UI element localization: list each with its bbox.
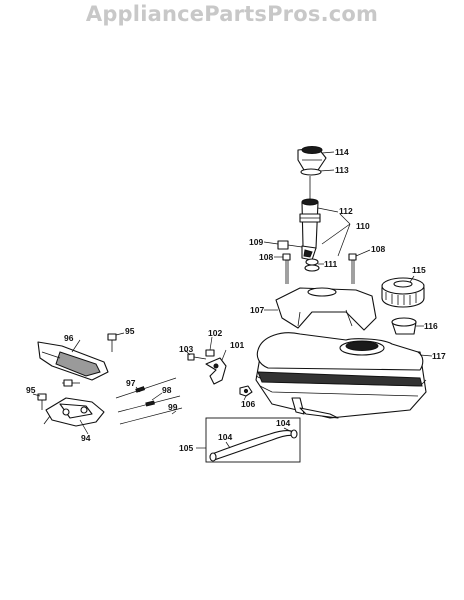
callout-107: 107 [250,305,264,315]
cable-97 [115,377,177,399]
throttle-control-94 [43,397,105,427]
callout-105: 105 [179,443,193,453]
callout-102: 102 [208,328,222,338]
callout-labels: 114 113 112 110 109 111 108 108 115 107 … [26,147,446,453]
callout-113: 113 [335,165,349,175]
callout-101: 101 [230,340,244,350]
callout-94: 94 [81,433,91,443]
callout-104-right: 104 [276,418,290,428]
callout-112: 112 [339,206,353,216]
control-bracket-96 [37,341,109,381]
cable-98 [117,395,181,413]
bolt-108-left [282,253,291,284]
callout-108-left: 108 [259,252,273,262]
callout-96: 96 [64,333,74,343]
callout-99: 99 [168,402,178,412]
leader-lines [32,151,433,449]
filler-neck [299,198,321,261]
callout-104-left: 104 [218,432,232,442]
nut-102 [205,349,215,357]
callout-95-left: 95 [26,385,36,395]
callout-106: 106 [241,399,255,409]
bolt-109 [277,240,303,250]
washer-111 [304,258,320,272]
fuel-filter-cup [391,317,417,335]
callout-115: 115 [412,265,426,275]
bolt-108-right [348,253,357,284]
watermark-text: AppliancePartsPros.com [85,2,379,26]
callout-111: 111 [324,259,338,269]
lever-101 [205,357,227,385]
callout-114: 114 [335,147,349,157]
callout-103: 103 [179,344,193,354]
fuel-cap [381,277,425,308]
fuel-line-assembly [205,417,301,463]
screw-95-left [37,393,47,410]
screw-95-top [107,333,117,352]
callout-110: 110 [356,221,370,231]
screw-103 [187,353,207,361]
nut-106 [239,385,253,397]
callout-109: 109 [249,237,263,247]
tank-bracket [275,287,377,331]
callout-116: 116 [424,321,438,331]
callout-108-right: 108 [371,244,385,254]
dipstick-cap [297,146,327,200]
fuel-tank [255,332,427,419]
callout-97: 97 [126,378,136,388]
cable-99 [119,407,183,425]
callout-117: 117 [432,351,446,361]
callout-98: 98 [162,385,172,395]
screw-95-mid [63,379,80,387]
callout-95-top: 95 [125,326,135,336]
